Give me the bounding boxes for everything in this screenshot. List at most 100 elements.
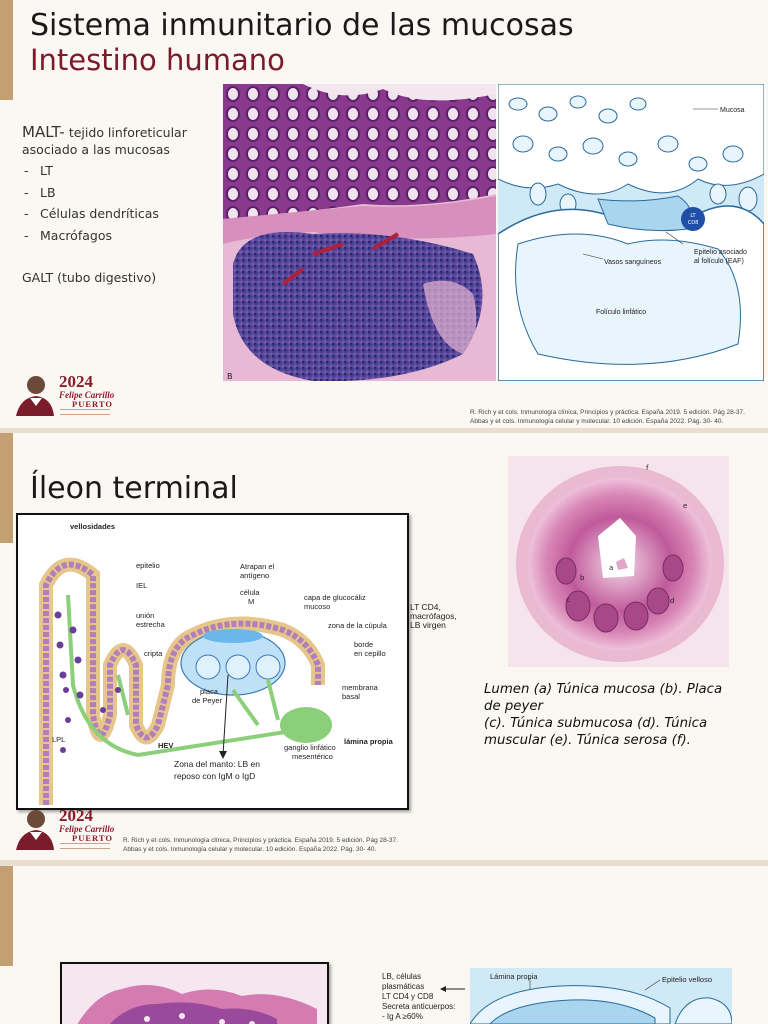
title-accent-bar (0, 433, 13, 543)
malt-description-1: tejido linforeticular (68, 125, 187, 140)
list-item: LT (22, 163, 159, 185)
side-note-line: LT CD4, (410, 602, 441, 612)
references: R. Rich y et cols. Inmunología clínica, … (470, 408, 745, 426)
logo-name: Felipe Carrillo (59, 390, 115, 400)
list-item: Células dendríticas (22, 206, 159, 228)
slide-1: Sistema inmunitario de las mucosas Intes… (0, 0, 768, 428)
placa-label-2: de Peyer (192, 696, 223, 705)
lt-label-2: CD8 (688, 220, 699, 226)
foliculo-label: Folículo linfático (596, 309, 646, 316)
text-line: LT CD4 y CD8 (382, 992, 434, 1001)
lamina-diagram: Lámina propia Epitelio velloso (470, 968, 732, 1024)
histology-label: B (227, 372, 233, 381)
borde-label-2: en cepillo (354, 649, 386, 658)
histology-frame (60, 962, 329, 1024)
lamina-label: Lámina propia (490, 972, 538, 981)
logo-tagline-decoration (60, 843, 110, 849)
caption-line: de peyer (484, 699, 543, 714)
epitelio-label-2: al folículo (EAF) (694, 258, 744, 265)
slide-separator (0, 428, 768, 433)
follicle-diagram: LT CD8 Mucosa Epitelio asociado al folíc… (498, 84, 764, 381)
caption-line: (c). Túnica submucosa (d). Túnica (484, 716, 708, 731)
cell-list: LT LB Células dendríticas Macrófagos (22, 163, 159, 249)
vasos-label: Vasos sanguíneos (604, 259, 662, 266)
hev-label: HEV (158, 741, 174, 750)
borde-label-1: borde (354, 640, 374, 649)
mucosa-label: Mucosa (720, 107, 745, 114)
side-note-line: macrófagos, (410, 611, 457, 621)
logo: 2024 Felipe Carrillo PUERTO (14, 372, 114, 416)
slide3-text: LB, células plasmáticas LT CD4 y CD8 Sec… (382, 972, 455, 1022)
text-line: - Ig A ≥60% (382, 1012, 423, 1021)
reference-line: R. Rich y et cols. Inmunología clínica, … (123, 837, 398, 844)
slide-subtitle: Intestino humano (30, 43, 285, 77)
caption: Lumen (a) Túnica mucosa (b). Placa de pe… (484, 681, 754, 749)
text-line: Secreta anticuerpos: (382, 1002, 456, 1011)
vellosidades-label: vellosidades (70, 522, 116, 531)
capa-label-1: capa de glucocáliz (304, 593, 366, 602)
iel-label: IEL (136, 581, 148, 590)
atrapan-label-2: antígeno (240, 571, 270, 580)
section-label-a: a (609, 564, 613, 572)
slide-title: Sistema inmunitario de las mucosas (30, 8, 574, 43)
peyer-patch-diagram (39, 557, 332, 805)
text-line: LB, células (382, 972, 422, 981)
membrana-label-2: basal (342, 692, 360, 701)
logo-place: PUERTO (72, 833, 113, 843)
side-note-line: LB virgen (410, 620, 446, 630)
section-label-e: e (683, 502, 687, 510)
manto-label-1: Zona del manto: LB en (174, 759, 261, 769)
caption-line: muscular (e). Túnica serosa (f). (484, 733, 691, 748)
slide-separator (0, 860, 768, 866)
logo-tagline-decoration (60, 409, 110, 415)
ganglio-label-2: mesentérico (292, 752, 333, 761)
membrana-label-1: membrana (342, 683, 378, 692)
ileum-diagram-frame: vellosidades epitelio IEL unión estrecha… (16, 513, 409, 810)
section-label-c: c (566, 596, 570, 604)
reference-line: Abbas y et cols. Inmunología celular y m… (123, 846, 377, 853)
reference-line: Abbas y et cols. Inmunología celular y m… (470, 418, 724, 425)
arrow-icon (440, 986, 465, 992)
villus-histology-image (62, 964, 327, 1024)
logo-place: PUERTO (72, 399, 113, 409)
lpl-label: LPL (52, 735, 66, 744)
logo: 2024 Felipe Carrillo PUERTO (14, 806, 114, 850)
references: R. Rich y et cols. Inmunología clínica, … (123, 836, 398, 854)
celula-label-1: célula (240, 588, 260, 597)
slide-2: Íleon terminal (0, 433, 768, 860)
ileum-cross-section-image: a b c d e f (508, 456, 729, 667)
text-line: plasmáticas (382, 982, 425, 991)
malt-heading: MALT- (22, 123, 65, 141)
lt-label-1: LT (690, 213, 696, 219)
lamina-label: lámina propia (344, 737, 393, 746)
epitelio-label: epitelio (136, 561, 160, 570)
epitelio-velloso-label: Epitelio velloso (662, 975, 712, 984)
list-item: Macrófagos (22, 228, 159, 250)
title-accent-bar (0, 0, 13, 100)
malt-description-2: asociado a las mucosas (22, 142, 170, 157)
slide-title: Íleon terminal (30, 471, 238, 506)
title-accent-bar (0, 866, 13, 966)
capa-label-2: mucoso (304, 602, 331, 611)
side-note: LT CD4, macrófagos, LB virgen (410, 603, 457, 630)
zona-cupula-label: zona de la cúpula (328, 621, 387, 630)
logo-year: 2024 (59, 806, 93, 825)
reference-line: R. Rich y et cols. Inmunología clínica, … (470, 409, 745, 416)
ganglio-label-1: ganglio linfático (284, 743, 336, 752)
portrait-icon (16, 376, 54, 416)
section-label-f: f (646, 464, 649, 472)
list-item: LB (22, 185, 159, 207)
atrapan-label-1: Atrapan el (240, 562, 275, 571)
epitelio-label-1: Epitelio asociado (694, 249, 747, 256)
union-label-1: unión (136, 611, 155, 620)
section-label-d: d (670, 597, 674, 605)
section-label-b: b (580, 574, 585, 582)
logo-name: Felipe Carrillo (59, 824, 115, 834)
galt-text: GALT (tubo digestivo) (22, 270, 157, 285)
celula-label-2: M (248, 597, 255, 606)
histology-image: B (223, 84, 496, 381)
cripta-label: cripta (144, 649, 163, 658)
union-label-2: estrecha (136, 620, 165, 629)
malt-text: MALT- tejido linforeticular asociado a l… (22, 124, 187, 159)
placa-label-1: placa (200, 687, 218, 696)
